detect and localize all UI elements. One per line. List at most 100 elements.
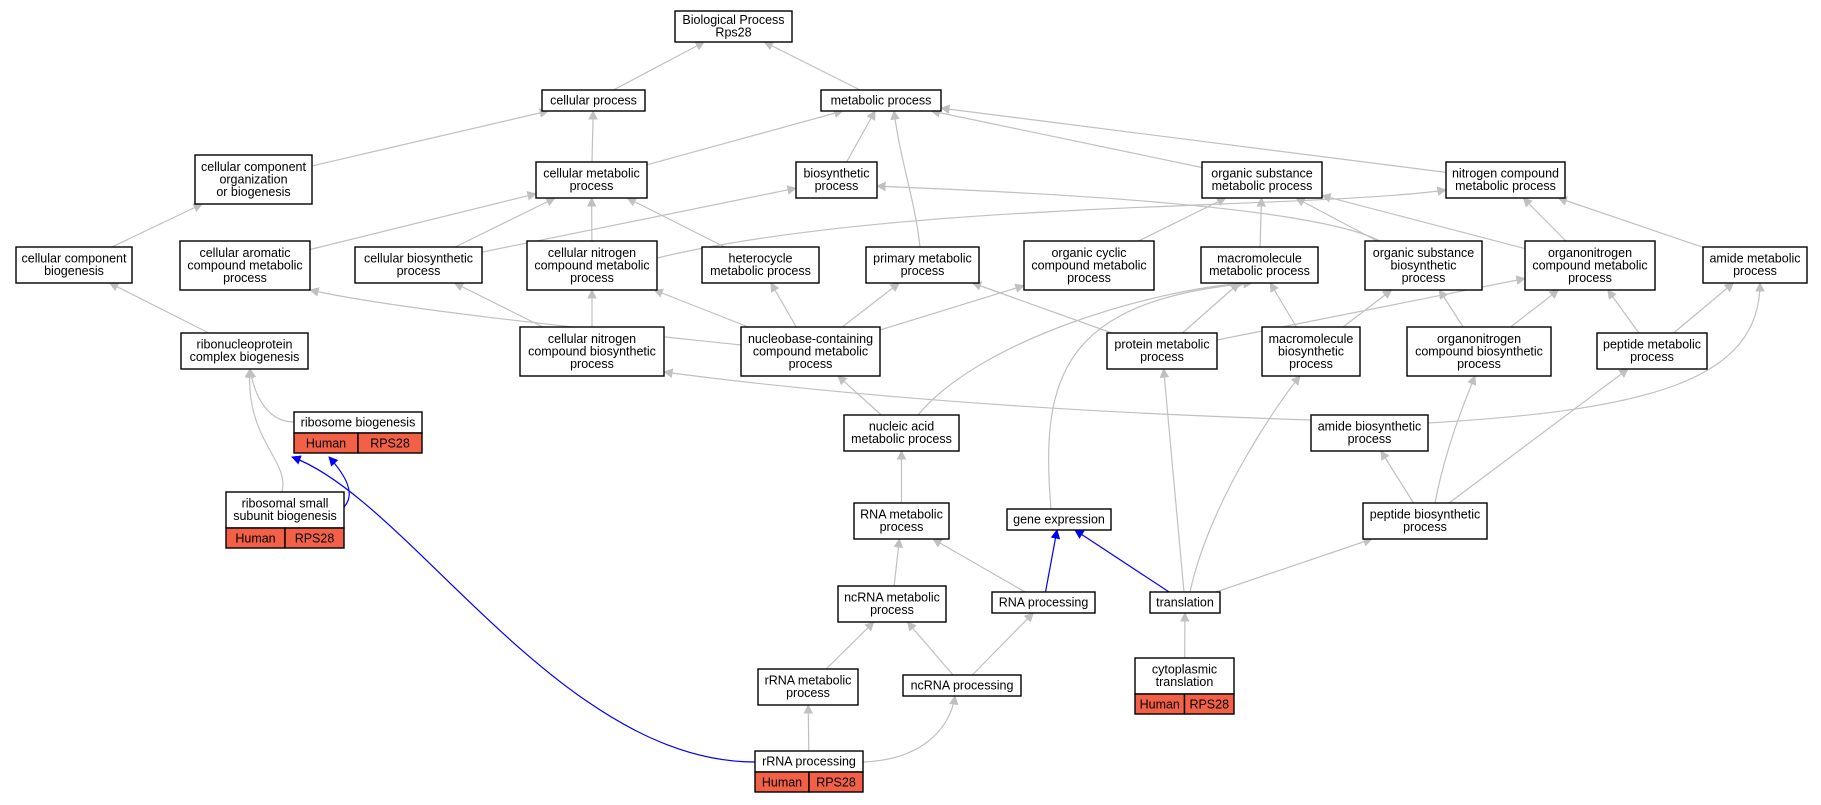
node-label: organonitrogen: [1437, 332, 1521, 346]
node-box: [526, 240, 658, 291]
node-label: peptide metabolic: [1603, 338, 1701, 352]
node-label: compound metabolic: [187, 258, 302, 272]
edge-nucleobase-to-cell_nitro_met: [653, 288, 749, 328]
node-ncrna-processing[interactable]: ncRNA processing: [902, 674, 1022, 697]
node-box: [1702, 246, 1808, 284]
node-label: cellular nitrogen: [548, 246, 636, 260]
node-label: compound biosynthetic: [528, 344, 656, 358]
gene-cell: [284, 527, 345, 549]
node-label: process: [570, 357, 614, 371]
node-label: subunit biogenesis: [233, 509, 337, 523]
node-label: organic substance: [1211, 167, 1313, 181]
edge-organonitro_met-to-nitro_cmp_met: [1522, 197, 1567, 242]
node-label: translation: [1156, 595, 1214, 609]
node-label: or biogenesis: [216, 185, 290, 199]
edge-organonitro_biosyn-to-org_sub_biosyn: [1438, 289, 1464, 328]
edge-peptide_met-to-organonitro_met: [1607, 289, 1640, 334]
node-label: organization: [219, 172, 287, 186]
node-label: peptide biosynthetic: [1370, 508, 1481, 522]
node-metabolic-process[interactable]: metabolic process: [820, 89, 942, 112]
edge-peptide_met-to-amide_met: [1673, 282, 1735, 334]
node-label: process: [786, 686, 830, 700]
edge-peptide_biosyn-to-organonitro_biosyn: [1434, 375, 1477, 504]
node-box: [902, 674, 1022, 697]
node-label: translation: [1156, 675, 1214, 689]
edge-translation-to-protein_met: [1159, 368, 1185, 593]
node-cellular-process[interactable]: cellular process: [541, 89, 646, 112]
node-label: ribosome biogenesis: [301, 415, 416, 429]
node-box: [1524, 240, 1656, 291]
node-label: cytoplasmic: [1152, 663, 1217, 677]
species-label: Human: [235, 532, 275, 546]
node-label: biosynthetic: [1390, 258, 1456, 272]
node-label: metabolic process: [1209, 264, 1310, 278]
edge-org_sub_biosyn-to-biosynthetic: [876, 181, 1381, 242]
node-label: nitrogen compound: [1452, 167, 1559, 181]
node-label: ncRNA processing: [911, 678, 1014, 692]
node-box: [535, 161, 648, 199]
node-translation[interactable]: translation: [1149, 591, 1221, 614]
node-label: amide biosynthetic: [1318, 420, 1422, 434]
edge-rrna_processing-to-rrna_met: [803, 704, 814, 752]
node-rna-processing[interactable]: RNA processing: [991, 591, 1096, 614]
edge-amide_met-to-nitro_cmp_met: [1557, 196, 1704, 248]
node-label: process: [880, 520, 924, 534]
edge-peptide_biosyn-to-peptide_met: [1448, 368, 1629, 504]
edge-heterocycle-to-cell_met: [626, 197, 725, 248]
edge-rna_processing-to-gene_expr: [1044, 529, 1061, 593]
edge-organonitro_met-to-org_sub_met: [1321, 193, 1526, 250]
node-label: organic substance: [1373, 246, 1475, 260]
node-box: [1310, 414, 1429, 452]
edge-nitro_cmp_met-to-metabolic_process: [940, 104, 1447, 173]
node-box: [1445, 161, 1566, 199]
node-gene-expr[interactable]: gene expression: [1006, 508, 1112, 531]
node-label: rRNA metabolic: [765, 674, 852, 688]
node-label: cellular biosynthetic: [364, 252, 473, 266]
edge-nucleobase-to-heterocycle: [770, 282, 797, 328]
edge-cellular_process-to-bp: [613, 41, 706, 91]
node-label: nucleic acid: [869, 420, 934, 434]
node-label: rRNA processing: [762, 754, 856, 768]
node-box: [179, 240, 311, 291]
node-label: cellular process: [550, 93, 637, 107]
node-box: [1261, 326, 1361, 377]
edge-ribosome_biogenesis-to-rnp_biogenesis: [246, 368, 295, 423]
node-label: gene expression: [1013, 512, 1105, 526]
node-label: macromolecule: [1217, 252, 1302, 266]
